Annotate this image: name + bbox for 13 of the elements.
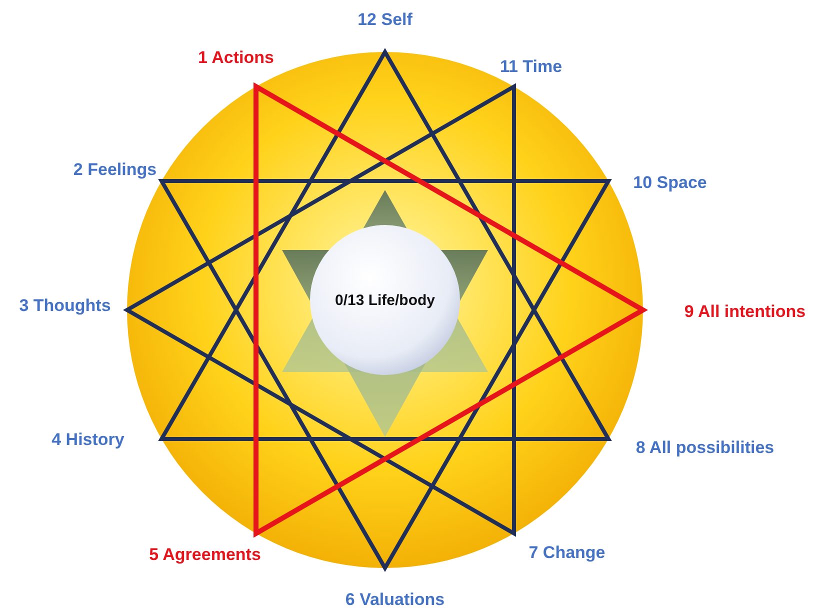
point-label: 7 Change [528, 543, 606, 563]
point-label: 11 Time [500, 57, 562, 77]
point-label: 3 Thoughts [19, 296, 111, 316]
point-label: 1 Actions [198, 48, 274, 68]
point-label: 5 Agreements [149, 545, 261, 565]
point-label: 4 History [52, 430, 124, 450]
center-label: 0/13 Life/body [334, 292, 436, 308]
point-label: 12 Self [358, 10, 412, 30]
point-label: 6 Valuations [345, 590, 445, 610]
point-label: 2 Feelings [73, 160, 157, 180]
point-label: 10 Space [633, 173, 707, 193]
point-label: 9 All intentions [684, 302, 806, 322]
point-label: 8 All possibilities [636, 438, 774, 458]
